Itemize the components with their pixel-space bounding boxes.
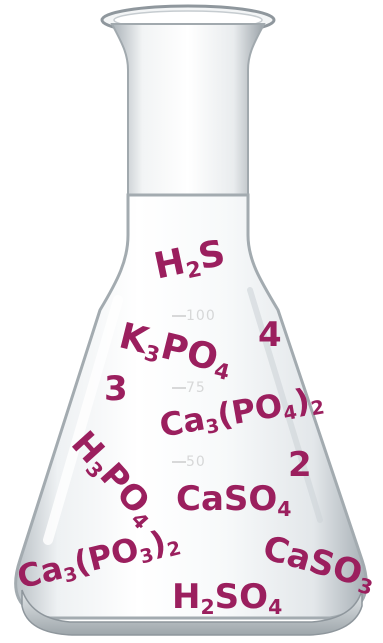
formula-text: CaSO [176,479,278,519]
formula-text: 3 [104,369,128,409]
number-3: 3 [104,372,128,406]
formula-text: 4 [258,315,282,355]
formula-text: SO [214,577,269,617]
flask-base [21,589,363,636]
formula-subscript: 4 [268,594,283,619]
number-2: 2 [288,448,312,482]
formula-text: H [172,577,201,617]
graduation-100: 100 [186,308,216,324]
formula-text: 2 [288,445,312,485]
formula-caso4: CaSO4 [176,479,292,519]
formula-subscript: 2 [200,594,215,619]
formula-text: Ca [156,399,208,445]
number-4: 4 [258,318,282,352]
flask-body [14,193,368,620]
flask-neck [110,23,266,201]
graduation-50: 50 [186,454,206,470]
formula-subscript: 4 [277,496,292,521]
formula-h2so4: H2SO4 [172,577,282,617]
graduation-marks [172,315,186,463]
graduation-75: 75 [186,380,206,396]
